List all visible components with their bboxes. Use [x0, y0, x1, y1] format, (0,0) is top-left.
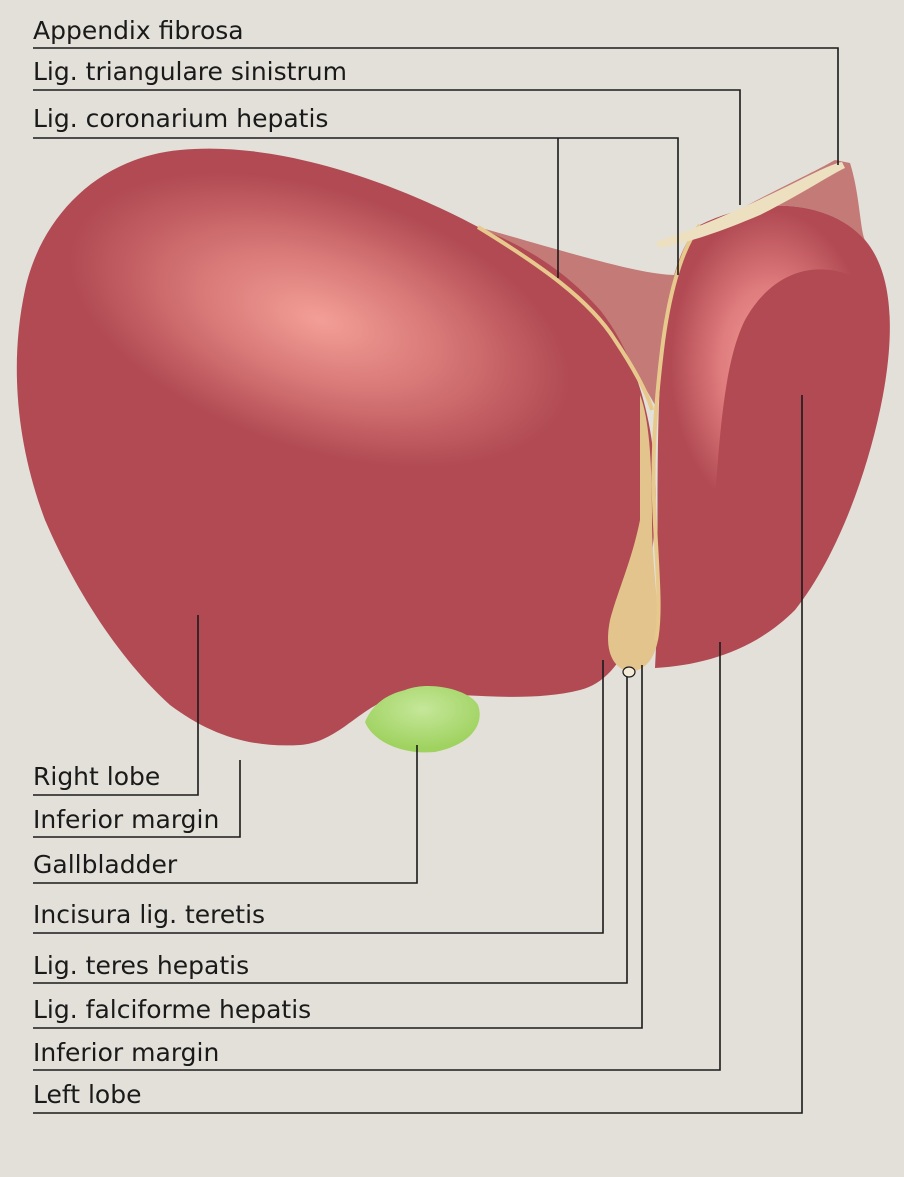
gallbladder-shape	[365, 685, 480, 753]
labels: Appendix fibrosa Lig. triangulare sinist…	[33, 16, 347, 1109]
appendix-fibrosa-band	[655, 162, 845, 248]
leader-left-lobe	[33, 395, 803, 1114]
left-lobe-highlight	[670, 210, 872, 519]
leader-right-lobe	[33, 615, 199, 796]
leader-lig-teres-hepatis	[33, 677, 628, 984]
falciform-ligament-line	[651, 223, 702, 641]
leader-incisura-lig-teretis	[33, 660, 604, 934]
label-inferior-margin-right: Inferior margin	[33, 805, 219, 834]
coronary-ligament-line	[476, 225, 654, 411]
leader-lig-falciforme	[33, 665, 643, 1029]
leader-inferior-margin-left	[33, 642, 721, 1071]
label-right-lobe: Right lobe	[33, 762, 160, 791]
peritoneal-membrane	[478, 160, 865, 405]
label-inferior-margin-left: Inferior margin	[33, 1038, 219, 1067]
right-lobe-highlight	[69, 172, 571, 468]
leader-gallbladder	[33, 745, 418, 884]
leader-lig-coronarium	[33, 137, 679, 275]
label-gallbladder: Gallbladder	[33, 850, 178, 879]
falciform-ligament-band	[608, 395, 659, 672]
label-incisura-lig-teretis: Incisura lig. teretis	[33, 900, 265, 929]
right-lobe	[16, 148, 656, 746]
leader-lig-triangulare	[33, 89, 741, 205]
left-lobe	[655, 205, 890, 668]
leader-lines	[33, 47, 839, 1114]
leader-appendix-fibrosa	[33, 47, 839, 165]
label-lig-falciforme-hepatis: Lig. falciforme hepatis	[33, 995, 311, 1024]
label-lig-triangulare-sinistrum: Lig. triangulare sinistrum	[33, 57, 347, 86]
label-lig-coronarium-hepatis: Lig. coronarium hepatis	[33, 104, 328, 133]
label-lig-teres-hepatis: Lig. teres hepatis	[33, 951, 249, 980]
leader-inferior-margin-right	[33, 760, 241, 838]
lig-teres-opening	[622, 666, 636, 678]
label-appendix-fibrosa: Appendix fibrosa	[33, 16, 244, 45]
label-left-lobe: Left lobe	[33, 1080, 141, 1109]
